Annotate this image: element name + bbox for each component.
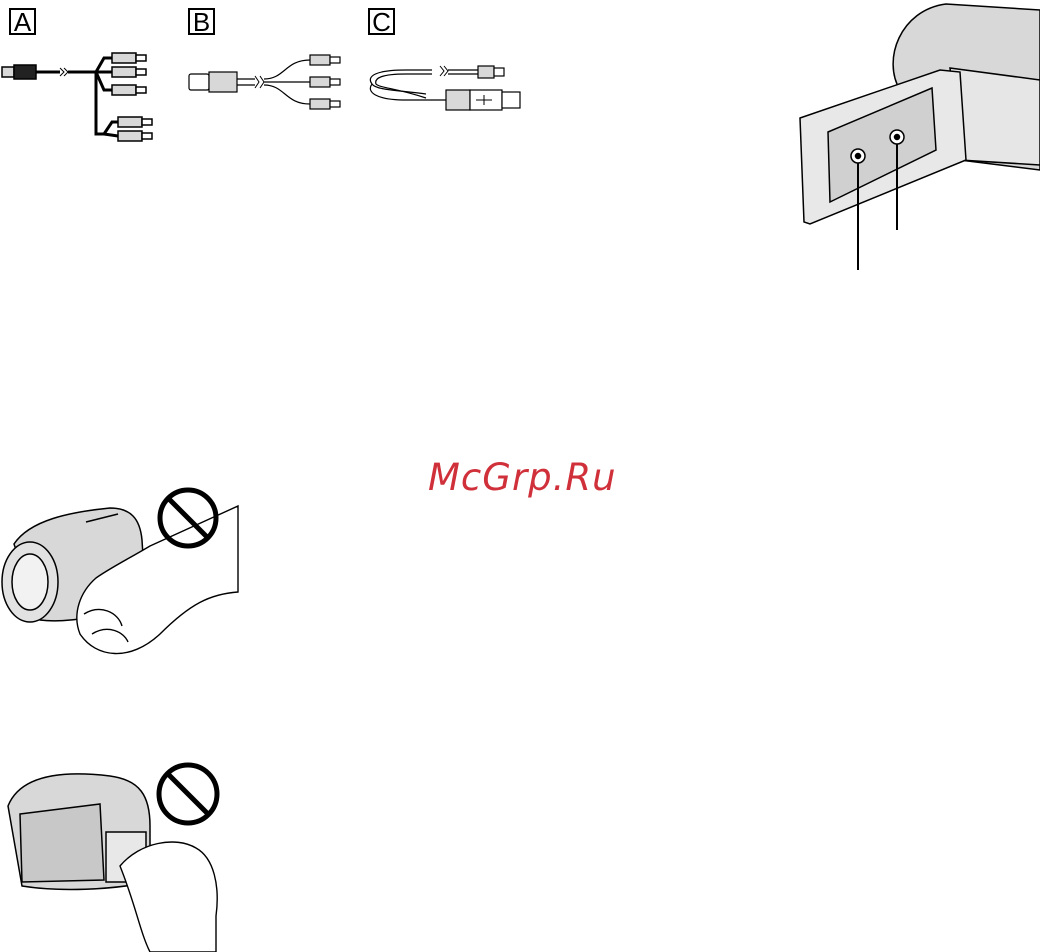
label-c-text: C [372,9,391,35]
av-cable-illustration [185,52,355,114]
component-av-cable-illustration [0,44,170,148]
label-a: A [9,8,36,35]
label-c: C [368,8,395,35]
incorrect-grip-illustration-1 [0,484,245,674]
label-b: B [188,8,215,35]
label-b-text: B [193,9,210,35]
incorrect-grip-illustration-2 [0,756,245,952]
usb-cable-illustration [366,56,526,112]
indicator-callout-left [851,154,865,168]
camcorder-lcd-illustration [770,0,1040,280]
label-a-text: A [14,9,31,35]
indicator-callout-right [890,130,904,144]
watermark-logo: McGrp.Ru [428,456,617,499]
